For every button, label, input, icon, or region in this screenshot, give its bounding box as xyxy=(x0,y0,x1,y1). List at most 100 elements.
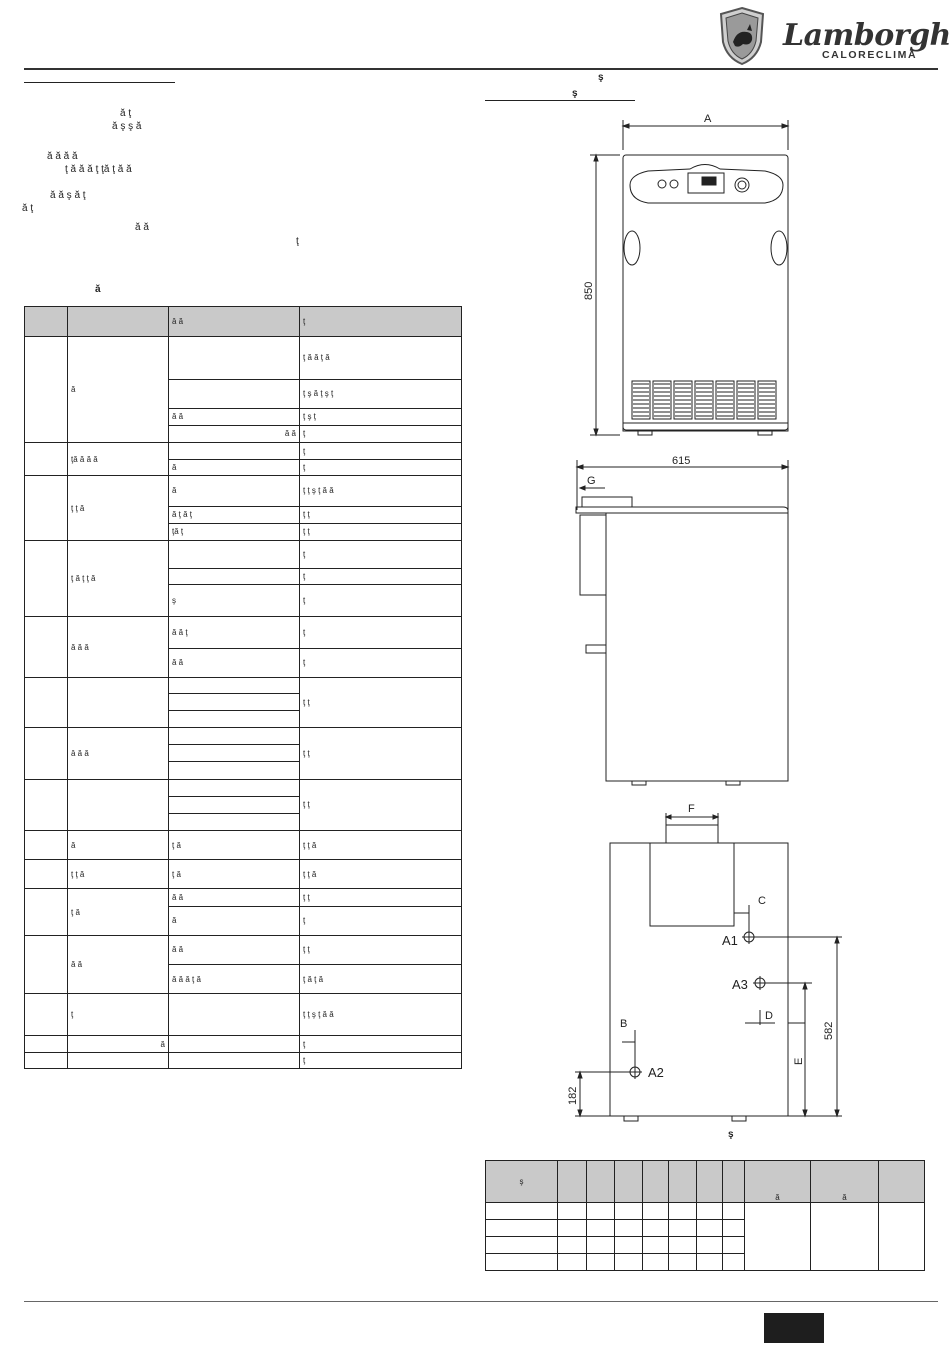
header-rule xyxy=(24,68,938,70)
table-cell: ţ ă ţ ţ ă xyxy=(67,539,169,618)
table-cell: ţ ţ ă xyxy=(67,859,169,890)
table-cell: ţă ă ă ă xyxy=(67,442,169,477)
table-row: ţ ş ă ţ ş ţ xyxy=(25,378,462,409)
table-cell: ă ă xyxy=(168,888,300,907)
right-heading-line2: ş xyxy=(572,88,578,99)
header-cell xyxy=(24,305,68,338)
table-row: ţ ţ xyxy=(24,778,462,831)
table-cell xyxy=(485,1236,558,1254)
table-cell xyxy=(668,1236,697,1254)
table-cell xyxy=(485,1202,558,1220)
table-cell: ţ ţ xyxy=(299,505,462,524)
table-cell: ţ xyxy=(299,539,462,569)
table-cell xyxy=(668,1219,697,1237)
table-cell xyxy=(24,888,68,936)
table-cell: ă ă ă ţ ă xyxy=(168,963,300,995)
header-cell: ş xyxy=(485,1160,558,1203)
table-cell xyxy=(24,829,68,861)
table-cell xyxy=(168,378,300,409)
table-cell xyxy=(722,1236,745,1254)
table-cell: â ă ă xyxy=(67,727,169,780)
table-cell xyxy=(557,1202,587,1220)
table-cell xyxy=(168,993,300,1037)
table-cell xyxy=(168,1051,300,1070)
dim-label-f: F xyxy=(688,803,695,815)
table-cell: ă ă xyxy=(168,407,300,426)
table-cell: ş xyxy=(168,584,300,618)
table-cell xyxy=(24,539,68,618)
dim-label-c: C xyxy=(758,895,766,907)
text-line: ă ţ xyxy=(120,108,132,119)
table-row: ă ţ xyxy=(24,1035,462,1053)
table-cell xyxy=(614,1253,643,1271)
front-grille xyxy=(631,380,777,420)
dimensions-table: ş ă ă xyxy=(485,1160,925,1271)
dim-label-g: G xyxy=(587,475,596,487)
dim-label-d: D xyxy=(765,1010,773,1022)
table-cell xyxy=(67,676,169,729)
table-cell xyxy=(168,1035,300,1053)
header-cell: ţ xyxy=(299,305,462,338)
table-cell: ă xyxy=(67,336,169,444)
table-cell: ă xyxy=(67,829,169,861)
table-cell xyxy=(696,1236,723,1254)
header-cell xyxy=(67,305,169,338)
table-cell xyxy=(586,1219,615,1237)
table-cell: ţ ţ ă xyxy=(299,829,462,861)
right-heading-underline xyxy=(485,100,635,101)
table-cell: ţ ţ ş ţ ă ă xyxy=(299,475,462,507)
table-cell xyxy=(586,1253,615,1271)
grille-panel xyxy=(757,380,777,420)
table-cell xyxy=(168,336,300,380)
table-row: ă ă ţ xyxy=(25,647,462,678)
page-number-box xyxy=(764,1313,824,1343)
table-row: ţ ă ă ă ţ ţ xyxy=(24,888,462,936)
dim-label-a: A xyxy=(704,113,712,125)
table-cell: ă ă xyxy=(168,647,300,678)
header-cell xyxy=(586,1160,615,1203)
table-cell: ţ xyxy=(299,567,462,586)
front-view xyxy=(590,120,790,437)
table-cell xyxy=(722,1219,745,1237)
table-cell xyxy=(614,1202,643,1220)
grille-panel xyxy=(694,380,714,420)
table-cell: ă ă xyxy=(67,934,169,995)
table-header-row: ş ă ă xyxy=(485,1160,925,1203)
table-row xyxy=(485,1236,925,1254)
brand-name: Lamborghini xyxy=(783,18,950,53)
table-cell: ă xyxy=(67,1035,169,1053)
table-cell xyxy=(24,475,68,541)
table-cell: ţ xyxy=(299,1051,462,1070)
table-cell xyxy=(67,1051,169,1070)
grille-panel xyxy=(652,380,672,420)
table-cell xyxy=(24,993,68,1037)
text-line: ţ xyxy=(296,236,299,247)
side-view xyxy=(575,460,790,786)
table-cell: ă ă xyxy=(168,934,300,965)
header-cell xyxy=(878,1160,925,1203)
text-line: ă ă xyxy=(135,222,149,233)
table-row: ă ţ ă ă ţ ă xyxy=(24,336,462,444)
table-cell xyxy=(168,761,300,780)
dim-label-a2: A2 xyxy=(648,1065,664,1080)
table-cell: ţ ă xyxy=(67,888,169,936)
table-cell xyxy=(642,1236,669,1254)
table-cell: ţ xyxy=(299,442,462,461)
grille-panel xyxy=(631,380,651,420)
header-cell: ă xyxy=(744,1160,811,1203)
table-cell: ţ ţ xyxy=(299,778,462,831)
footer-rule xyxy=(24,1301,938,1302)
table-cell: ţ xyxy=(299,424,462,444)
table-cell: ţ xyxy=(299,616,462,649)
table-cell: ţ ş ţ xyxy=(299,407,462,426)
table-cell xyxy=(24,336,68,444)
table-cell xyxy=(168,676,300,694)
table-row: ă ă ă ă ţ ţ xyxy=(24,934,462,995)
header-cell xyxy=(696,1160,723,1203)
table-cell xyxy=(614,1236,643,1254)
table-caption: ă xyxy=(95,284,101,295)
table-cell: ţ ţ xyxy=(299,888,462,907)
text-line: ţ ă ă ă ţ ţă ţ ă ă xyxy=(65,164,132,175)
table-cell xyxy=(168,795,300,814)
table-cell: ţ ţ xyxy=(299,727,462,780)
